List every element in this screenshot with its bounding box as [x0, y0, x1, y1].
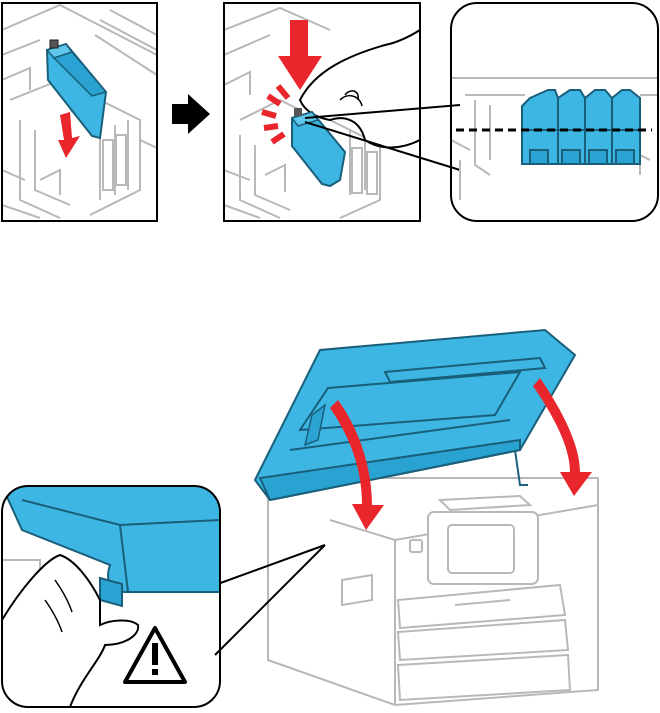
scanner-unit: [255, 330, 575, 500]
press-cartridge-panel: [224, 3, 420, 221]
cartridge-alignment-detail: [451, 3, 658, 221]
insert-arrow: [58, 112, 80, 158]
arrow-right-icon: [172, 94, 210, 134]
pinch-hazard-detail: [2, 486, 220, 707]
click-burst: [262, 86, 288, 142]
cartridge-row: [522, 90, 640, 164]
ink-cartridge: [292, 108, 345, 186]
close-scanner-unit-illustration: [255, 330, 598, 705]
ink-cartridge: [47, 40, 106, 138]
insert-cartridge-panel: [2, 3, 157, 221]
